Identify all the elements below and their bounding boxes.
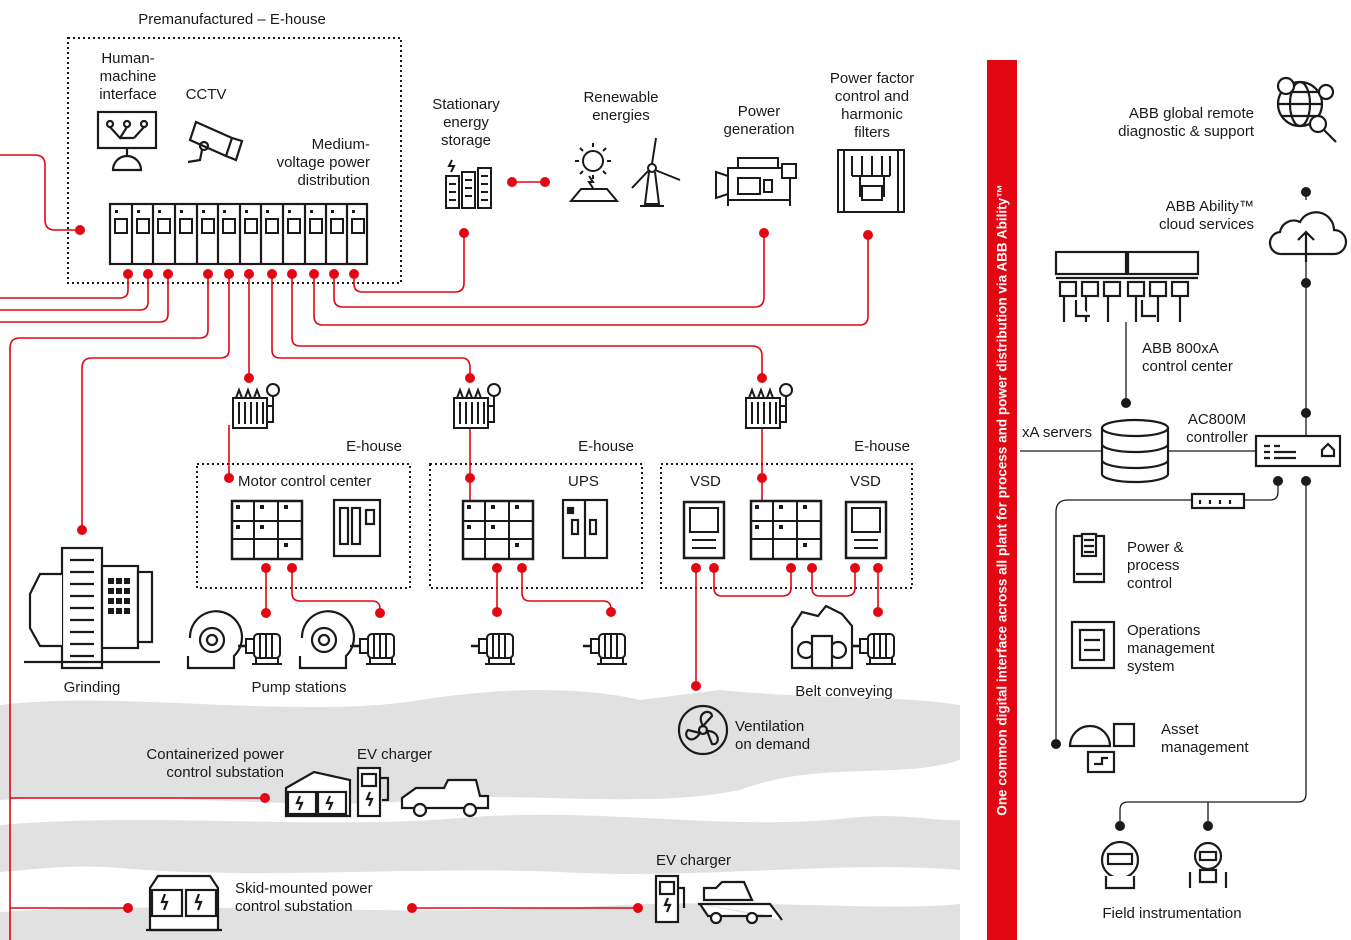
containerized-substation-label: Containerized power control substation bbox=[146, 746, 284, 781]
motor-icon bbox=[850, 632, 898, 666]
ehouse-1-label: E-house bbox=[346, 438, 402, 455]
oms-icon bbox=[1070, 620, 1116, 670]
substation-icon bbox=[146, 874, 222, 932]
ups-cabinet-icon bbox=[561, 498, 609, 560]
transformer-icon bbox=[745, 383, 793, 429]
transformer-icon bbox=[232, 383, 280, 429]
filter-cabinet-icon bbox=[837, 149, 905, 213]
ehouse-2-label: E-house bbox=[578, 438, 634, 455]
digital-interface-banner bbox=[987, 60, 1017, 940]
generator-icon bbox=[715, 157, 797, 206]
operations-management-label: Operations management system bbox=[1127, 622, 1215, 675]
car-icon bbox=[400, 778, 490, 818]
ev-charger-icon bbox=[356, 766, 390, 818]
xa-servers-label: xA servers bbox=[1022, 424, 1093, 441]
motor-icon bbox=[350, 632, 398, 666]
remote-diagnostic-label: ABB global remote diagnostic & support bbox=[1118, 105, 1254, 140]
cloud-services-label: ABB Ability™ cloud services bbox=[1158, 198, 1254, 233]
flowmeter-icon bbox=[1188, 841, 1228, 888]
hmi-label: Human- machine interface bbox=[99, 50, 157, 103]
grinding-mill-icon bbox=[24, 546, 160, 670]
boat-trailer-icon bbox=[698, 880, 783, 925]
globe-gear-icon bbox=[1276, 76, 1337, 143]
vsd-drive-icon bbox=[682, 500, 726, 560]
transformer-icon bbox=[453, 383, 501, 429]
control-desk-icon bbox=[1054, 250, 1200, 322]
ev-charger-2-label: EV charger bbox=[656, 852, 732, 869]
motor-icon bbox=[581, 632, 629, 666]
pump-icon bbox=[186, 610, 246, 670]
asset-management-label: Asset management bbox=[1161, 721, 1249, 756]
flowmeter-icon bbox=[1100, 840, 1140, 890]
mcc-panel-icon bbox=[749, 499, 823, 561]
ac800m-label: AC800M controller bbox=[1186, 411, 1248, 446]
power-process-control-label: Power & process control bbox=[1127, 539, 1184, 592]
plc-icon bbox=[1072, 532, 1106, 584]
renewable-label: Renewable energies bbox=[583, 89, 659, 124]
grinding-label: Grinding bbox=[63, 679, 121, 696]
motor-icon bbox=[469, 632, 517, 666]
cloud-upload-icon bbox=[1268, 211, 1348, 262]
ev-charger-icon bbox=[654, 874, 686, 924]
vsd-drive-icon bbox=[844, 500, 888, 560]
power-generation-label: Power generation bbox=[723, 103, 795, 138]
power-factor-label: Power factor control and harmonic filter… bbox=[829, 70, 915, 141]
control-center-label: ABB 800xA control center bbox=[1142, 340, 1233, 375]
mcc-label: Motor control center bbox=[238, 473, 372, 490]
pump-icon bbox=[298, 610, 360, 670]
cctv-label: CCTV bbox=[185, 86, 227, 103]
cctv-icon bbox=[187, 120, 244, 164]
field-instrumentation-label: Field instrumentation bbox=[1102, 905, 1242, 922]
skid-substation-label: Skid-mounted power control substation bbox=[235, 880, 373, 915]
substation-icon bbox=[284, 770, 352, 818]
database-icon bbox=[1100, 418, 1170, 484]
premanufactured-ehouse-title: Premanufactured – E-house bbox=[138, 11, 326, 28]
mcc-panel-icon bbox=[461, 499, 535, 561]
motor-icon bbox=[236, 632, 284, 666]
controller-icon bbox=[1254, 434, 1342, 468]
ventilation-label: Ventilation on demand bbox=[735, 718, 811, 753]
storage-label: Stationary energy storage bbox=[432, 96, 500, 149]
mcc-cabinet-icon bbox=[332, 498, 382, 558]
ehouse-3-label: E-house bbox=[854, 438, 910, 455]
ev-charger-1-label: EV charger bbox=[357, 746, 433, 763]
fan-icon bbox=[677, 704, 729, 756]
banner-text: One common digital interface across all … bbox=[994, 184, 1010, 816]
network-switch-icon bbox=[1190, 492, 1246, 510]
vsd-1-label: VSD bbox=[690, 473, 721, 490]
battery-icon bbox=[445, 159, 492, 209]
mv-distribution-label: Medium- voltage power distribution bbox=[276, 136, 370, 189]
vsd-2-label: VSD bbox=[850, 473, 881, 490]
ups-label: UPS bbox=[568, 473, 599, 490]
asset-icon bbox=[1068, 722, 1136, 774]
hmi-icon bbox=[96, 110, 158, 172]
switchgear-icon bbox=[108, 202, 369, 266]
mcc-panel-icon bbox=[230, 499, 304, 561]
pump-stations-label: Pump stations bbox=[251, 679, 347, 696]
conveyor-icon bbox=[790, 604, 858, 670]
solar-icon bbox=[568, 143, 620, 202]
wind-turbine-icon bbox=[631, 137, 681, 207]
belt-conveying-label: Belt conveying bbox=[795, 683, 893, 700]
